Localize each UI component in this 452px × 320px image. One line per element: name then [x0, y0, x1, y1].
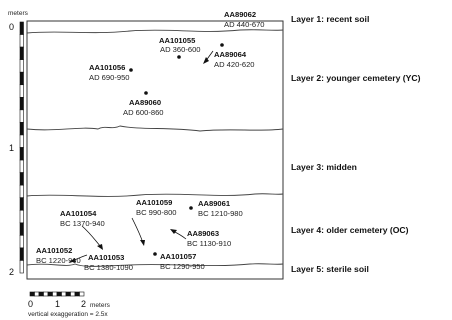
depth-bar-segment: [19, 109, 24, 123]
depth-bar-segment: [19, 134, 24, 148]
sample-id-AA101053: AA101053: [88, 253, 124, 262]
horizontal-scale-bar: [29, 291, 85, 297]
layer-label-4: Layer 4: older cemetery (OC): [291, 225, 409, 235]
depth-bar-segment: [19, 147, 24, 161]
depth-bar-segment: [19, 209, 24, 224]
layer-label-1: Layer 1: recent soil: [291, 14, 369, 24]
sample-id-AA101057: AA101057: [160, 252, 196, 261]
sample-id-AA101054: AA101054: [60, 209, 97, 218]
boundary-layer1-layer2: [26, 29, 284, 34]
depth-bar-segment: [19, 197, 24, 211]
sample-labels: AA101055 AD 360-600 AA89062 AD 440-670 A…: [36, 10, 265, 272]
scale-bar-segment: [61, 291, 67, 297]
depth-bar-segment: [19, 260, 24, 274]
boundary-layer3-layer4: [26, 193, 284, 197]
depth-tick-2: 2: [9, 267, 14, 277]
sample-markers: [69, 43, 224, 262]
depth-tick-1: 1: [9, 143, 14, 153]
leader-AA101059: [131, 217, 144, 244]
sample-id-AA101056: AA101056: [89, 63, 125, 72]
vertical-exaggeration-note: vertical exaggeration = 2.5x: [28, 311, 108, 318]
sample-date-AA101052: BC 1220-910: [36, 256, 81, 265]
depth-bar-segment: [19, 235, 24, 249]
arrowhead-AA101059: [140, 240, 145, 246]
depth-bar-segment: [19, 59, 24, 73]
sample-id-AA101055: AA101055: [159, 36, 196, 45]
sample-id-AA89064: AA89064: [214, 50, 247, 59]
scale-tick-0: 0: [28, 299, 33, 309]
sample-id-AA89061: AA89061: [198, 199, 231, 208]
sample-date-AA89060: AD 600-860: [123, 108, 164, 117]
sample-date-AA101056: AD 690-950: [89, 73, 130, 82]
sample-date-AA101053: BC 1380-1090: [84, 263, 133, 272]
leader-AA101054: [81, 225, 102, 248]
sample-dot-AA89060: [144, 91, 148, 95]
sample-date-AA101055: AD 360-600: [160, 45, 201, 54]
depth-bar-segment: [19, 247, 24, 261]
scale-bar-segment: [70, 291, 76, 297]
scale-bar-segment: [74, 291, 80, 297]
scale-bar-segment: [29, 291, 35, 297]
boundary-layer4-layer5: [26, 263, 284, 267]
depth-bar-segment: [19, 97, 24, 111]
depth-bar-segment: [19, 46, 24, 60]
scale-bar-segment: [56, 291, 62, 297]
layer-label-3: Layer 3: midden: [291, 162, 357, 172]
layer-label-2: Layer 2: younger cemetery (YC): [291, 73, 421, 83]
depth-bar-segment: [19, 34, 24, 48]
arrowhead-AA89063: [170, 229, 177, 234]
sample-dot-AA89064: [220, 43, 224, 47]
depth-bar-segment: [19, 184, 24, 198]
scale-bar-segment: [38, 291, 44, 297]
sample-date-AA89064: AD 420-620: [214, 60, 255, 69]
sample-date-AA89062: AD 440-670: [224, 20, 265, 29]
scale-bar-segment: [65, 291, 71, 297]
sample-date-AA89061: BC 1210-980: [198, 209, 243, 218]
sample-dot-AA101056: [129, 68, 133, 72]
depth-bar-segment: [19, 122, 24, 136]
depth-axis-unit: meters: [8, 10, 29, 17]
depth-bar-segment: [19, 159, 24, 173]
depth-scale-bar: [19, 21, 24, 274]
sample-id-AA89060: AA89060: [129, 98, 161, 107]
section-outline: [26, 20, 284, 280]
depth-bar-segment: [19, 71, 24, 86]
scale-bar-segment: [43, 291, 49, 297]
sample-id-AA89063: AA89063: [187, 229, 219, 238]
sample-dot-AA89061: [189, 206, 193, 210]
layer-label-5: Layer 5: sterile soil: [291, 264, 369, 274]
sample-date-AA101057: BC 1290-950: [160, 262, 205, 271]
scale-bar-segment: [34, 291, 40, 297]
arrowhead-AA89062: [203, 57, 209, 64]
sample-id-AA89062: AA89062: [224, 10, 256, 19]
scale-tick-2: 2: [81, 299, 86, 309]
sample-date-AA101054: BC 1370-940: [60, 219, 105, 228]
scale-tick-1: 1: [55, 299, 60, 309]
depth-bar-segment: [19, 172, 24, 186]
depth-tick-0: 0: [9, 22, 14, 32]
sample-id-AA101052: AA101052: [36, 246, 72, 255]
scale-unit: meters: [90, 302, 111, 309]
arrowhead-AA101053: [69, 258, 76, 262]
scale-bar-segment: [47, 291, 53, 297]
boundary-layer2-layer3: [26, 125, 284, 132]
scale-bar-segment: [52, 291, 58, 297]
depth-bar-segment: [19, 21, 24, 35]
sample-dot-AA101057: [153, 252, 157, 256]
scale-bar-segment: [79, 291, 85, 297]
sample-id-AA101059: AA101059: [136, 198, 172, 207]
depth-bar-segment: [19, 222, 24, 236]
depth-bar-segment: [19, 84, 24, 98]
sample-dot-AA101055: [177, 55, 181, 59]
arrowhead-AA101054: [97, 244, 103, 250]
sample-date-AA101059: BC 990-800: [136, 208, 177, 217]
sample-date-AA89063: BC 1130-910: [187, 239, 231, 248]
